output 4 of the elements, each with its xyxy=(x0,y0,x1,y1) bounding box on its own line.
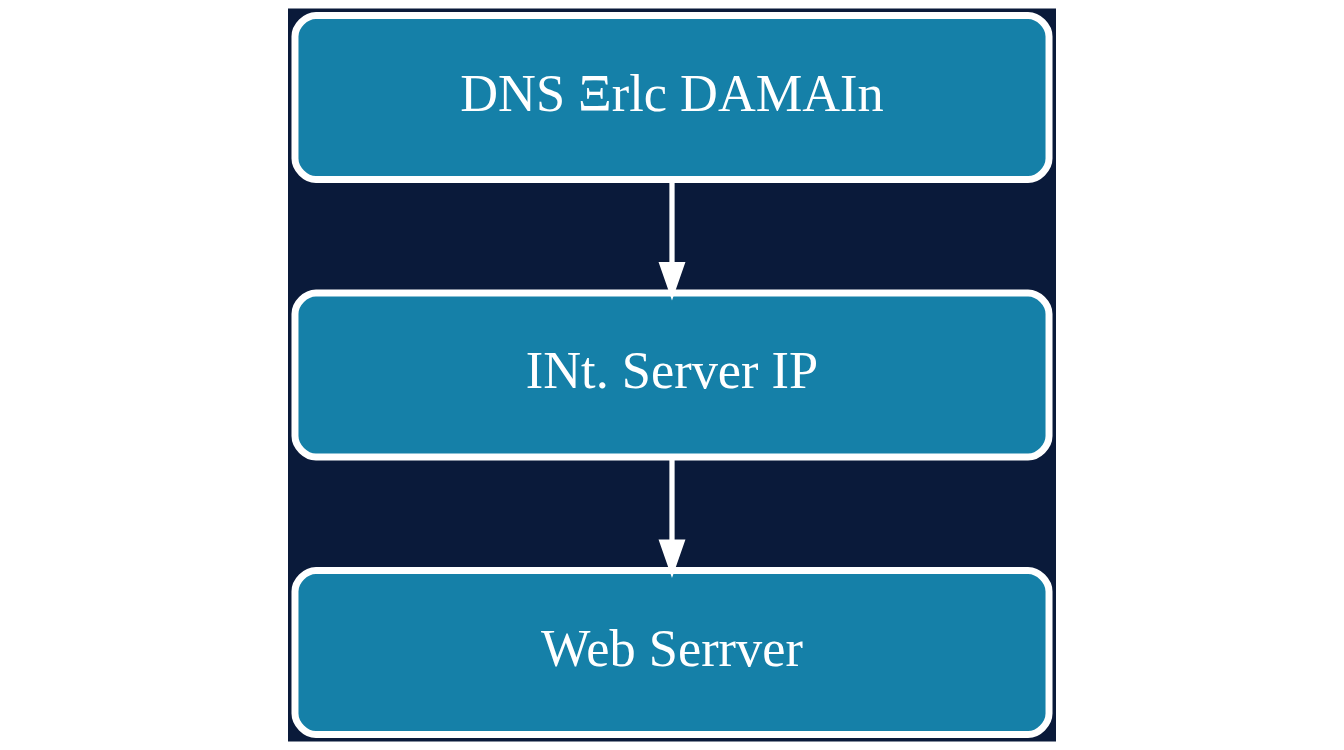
arrow xyxy=(658,457,686,579)
node-box: Web Serrver xyxy=(291,567,1053,739)
node-box: INt. Server IP xyxy=(291,289,1053,461)
node-box: DNS Ξrlc DAMAIn xyxy=(291,11,1053,183)
